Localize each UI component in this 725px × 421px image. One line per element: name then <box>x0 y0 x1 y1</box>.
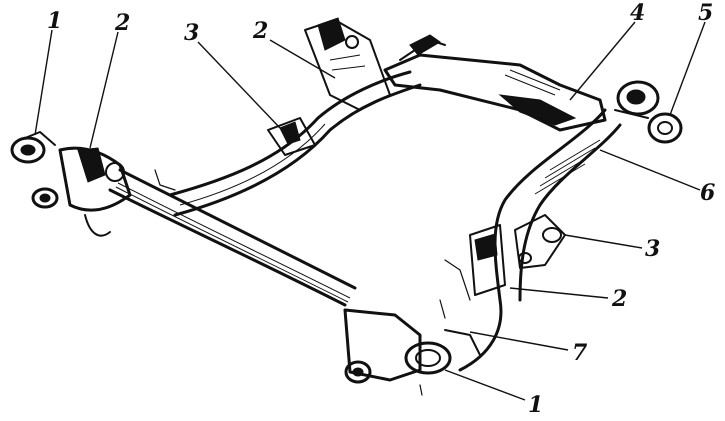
callout-7: 7 <box>572 340 588 366</box>
left-end-assembly <box>10 131 176 237</box>
callout-1-bottom: 1 <box>528 392 543 418</box>
callout-2-top-left: 2 <box>114 10 130 36</box>
upper-mount-bracket <box>304 17 391 111</box>
rear-crossmember-tube <box>168 70 422 217</box>
callout-2-right: 2 <box>611 286 627 312</box>
callout-1-top-left: 1 <box>47 8 62 34</box>
bottom-mount-assembly <box>343 259 481 396</box>
upper-crossbeam <box>383 34 607 132</box>
callout-4: 4 <box>630 0 645 26</box>
right-end-bushing <box>614 80 683 144</box>
callout-3-right: 3 <box>645 236 660 262</box>
leader-lines <box>34 21 706 401</box>
front-crossmember-tube <box>108 168 357 307</box>
callout-5: 5 <box>698 0 713 26</box>
right-mount-bracket <box>469 214 566 296</box>
callout-3-top: 3 <box>184 20 199 46</box>
callout-labels: 1 2 3 2 4 5 6 3 2 7 1 <box>47 0 715 418</box>
callout-6: 6 <box>700 180 715 206</box>
callout-2-top: 2 <box>252 18 268 44</box>
left-rear-bracket <box>267 117 316 156</box>
